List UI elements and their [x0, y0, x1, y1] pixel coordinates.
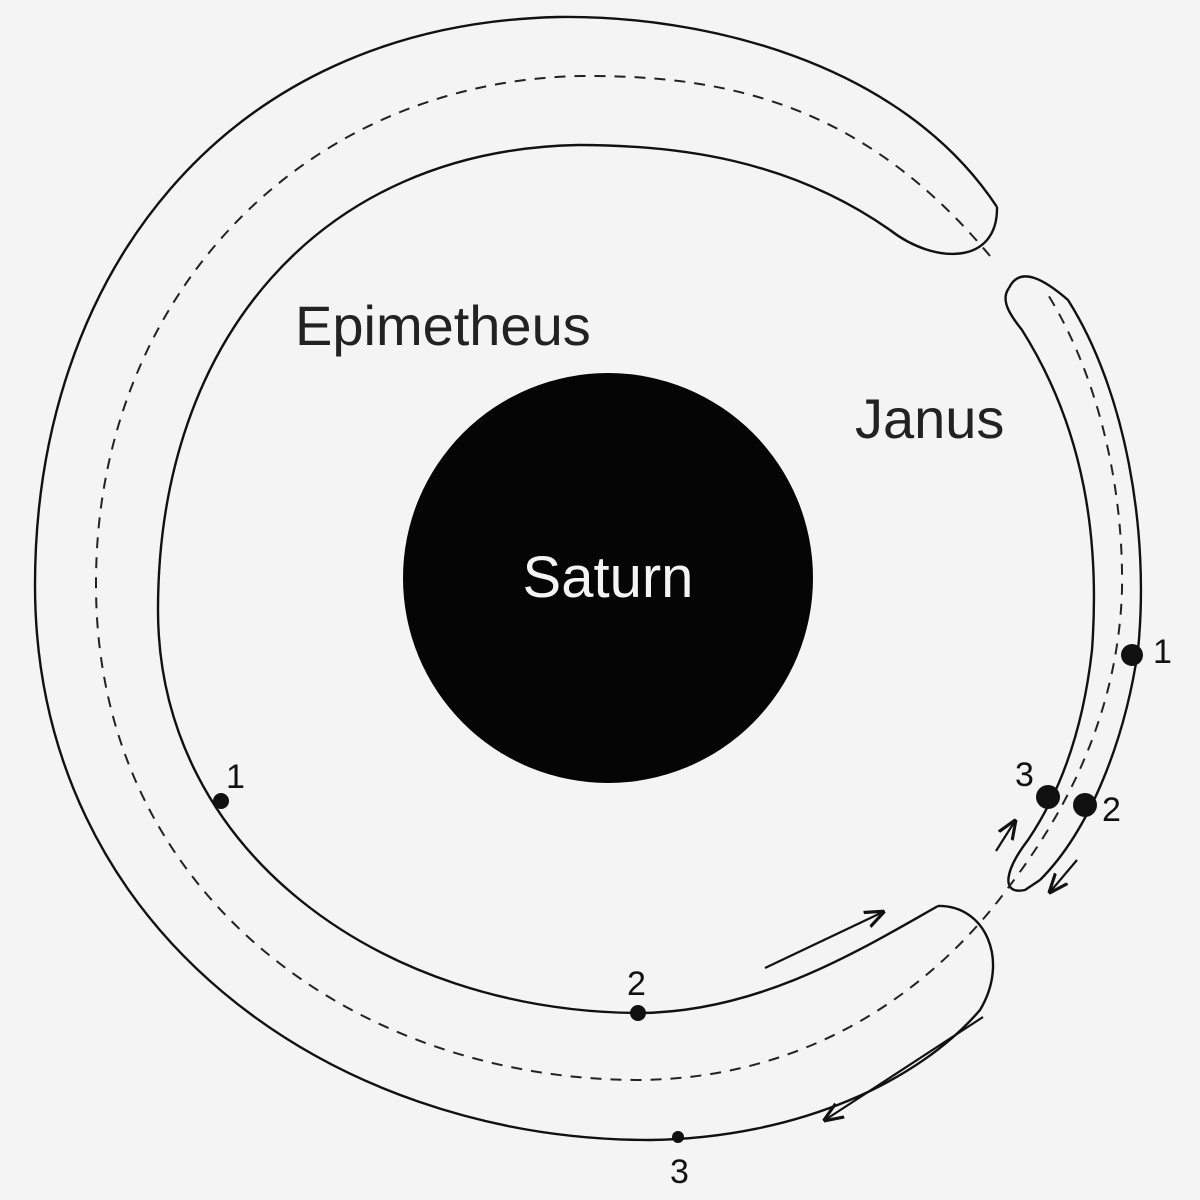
janus-position-1-label: 1 [1153, 633, 1172, 671]
epimetheus-position-2-label: 2 [627, 965, 646, 1003]
small-horseshoe-outer [1007, 275, 1143, 881]
janus-label: Janus [855, 387, 1004, 450]
saturn-label: Saturn [523, 545, 694, 610]
janus-position-2-label: 2 [1102, 791, 1121, 829]
janus-position-1-marker [1121, 644, 1143, 666]
epimetheus-position-3-marker [672, 1131, 684, 1143]
direction-arrow-small-down [1050, 859, 1078, 892]
epimetheus-position-3-label: 3 [670, 1153, 689, 1191]
direction-arrow-small-up [995, 821, 1015, 852]
mean-orbit-dashed [94, 74, 1124, 1082]
epimetheus-label: Epimetheus [295, 294, 591, 357]
horseshoe-orbit-outer [33, 15, 999, 1142]
janus-position-2-marker [1073, 793, 1097, 817]
epimetheus-position-1-label: 1 [226, 758, 245, 796]
direction-arrow-bottom-right [764, 912, 883, 969]
janus-position-3-marker [1036, 785, 1060, 809]
small-horseshoe-inner [1004, 287, 1096, 892]
epimetheus-position-1-marker [213, 793, 229, 809]
direction-arrow-bottom-left [825, 1016, 984, 1120]
saturn-planet [403, 373, 813, 783]
epimetheus-position-2-marker [630, 1005, 646, 1021]
janus-position-3-label: 3 [1015, 756, 1034, 794]
horseshoe-orbit-inner [156, 143, 999, 1015]
